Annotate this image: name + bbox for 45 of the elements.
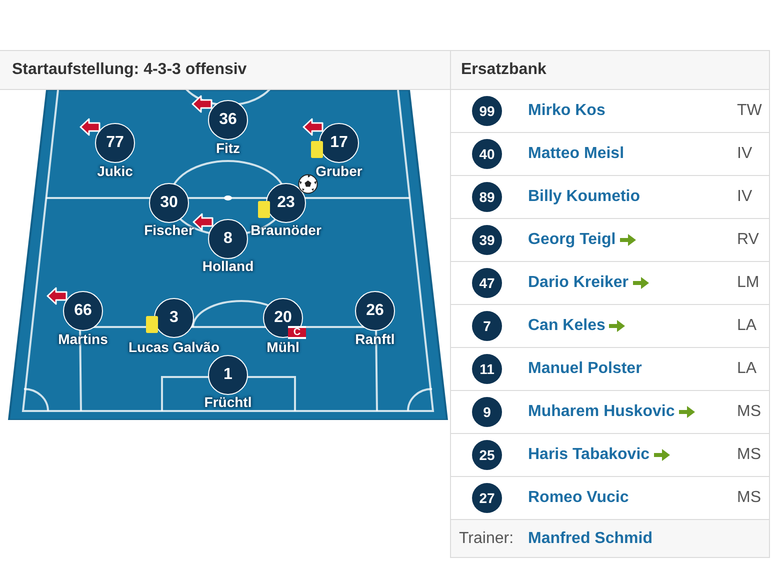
jersey-number: 39 xyxy=(472,225,502,255)
player-name: Georg Teigl xyxy=(528,231,616,249)
player-name: Braunöder xyxy=(250,221,322,239)
position-code: LA xyxy=(737,359,757,379)
position-code: LA xyxy=(737,316,757,336)
coach-name: Manfred Schmid xyxy=(528,529,652,549)
jersey-number: 9 xyxy=(472,397,502,427)
player-name: Manuel Polster xyxy=(528,360,642,378)
player-name: Matteo Meisl xyxy=(528,145,624,163)
jersey-number: 47 xyxy=(472,268,502,298)
jersey-number: 7 xyxy=(472,311,502,341)
position-code: IV xyxy=(737,144,752,164)
position-code: RV xyxy=(737,230,759,250)
jersey-number: 25 xyxy=(472,440,502,470)
jersey-number: 99 xyxy=(472,96,502,126)
player-name: Früchtl xyxy=(204,393,252,411)
player-name: Holland xyxy=(202,257,254,275)
player-name: Jukic xyxy=(97,162,133,180)
player-name: Romeo Vucic xyxy=(528,489,629,507)
position-code: MS xyxy=(737,445,761,465)
player-name: Fitz xyxy=(216,139,240,157)
trainer-label: Trainer: xyxy=(459,529,514,549)
position-code: MS xyxy=(737,402,761,422)
player-name: Lucas Galvão xyxy=(128,338,220,356)
player-name: Gruber xyxy=(316,162,362,180)
jersey-number: 11 xyxy=(472,354,502,384)
position-code: MS xyxy=(737,488,761,508)
section-heading: Startaufstellung: 4-3-3 offensiv xyxy=(0,50,450,90)
player-name: Mühl xyxy=(266,338,300,356)
position-code: TW xyxy=(737,101,762,121)
player-name: Dario Kreiker xyxy=(528,274,628,292)
player-name: Haris Tabakovic xyxy=(528,446,650,464)
player-name: Fischer xyxy=(144,221,194,239)
player-name: Can Keles xyxy=(528,317,606,335)
player-name: Mirko Kos xyxy=(528,102,606,120)
player-name: Billy Koumetio xyxy=(528,188,640,206)
jersey-number: 27 xyxy=(472,483,502,513)
jersey-number: 40 xyxy=(472,139,502,169)
position-code: LM xyxy=(737,273,760,293)
position-code: IV xyxy=(737,187,752,207)
jersey-number: 89 xyxy=(472,182,502,212)
section-heading: Ersatzbank xyxy=(451,50,769,90)
captain-mark: C xyxy=(288,326,306,339)
player-name: Muharem Huskovic xyxy=(528,403,675,421)
bench-table xyxy=(450,50,770,558)
